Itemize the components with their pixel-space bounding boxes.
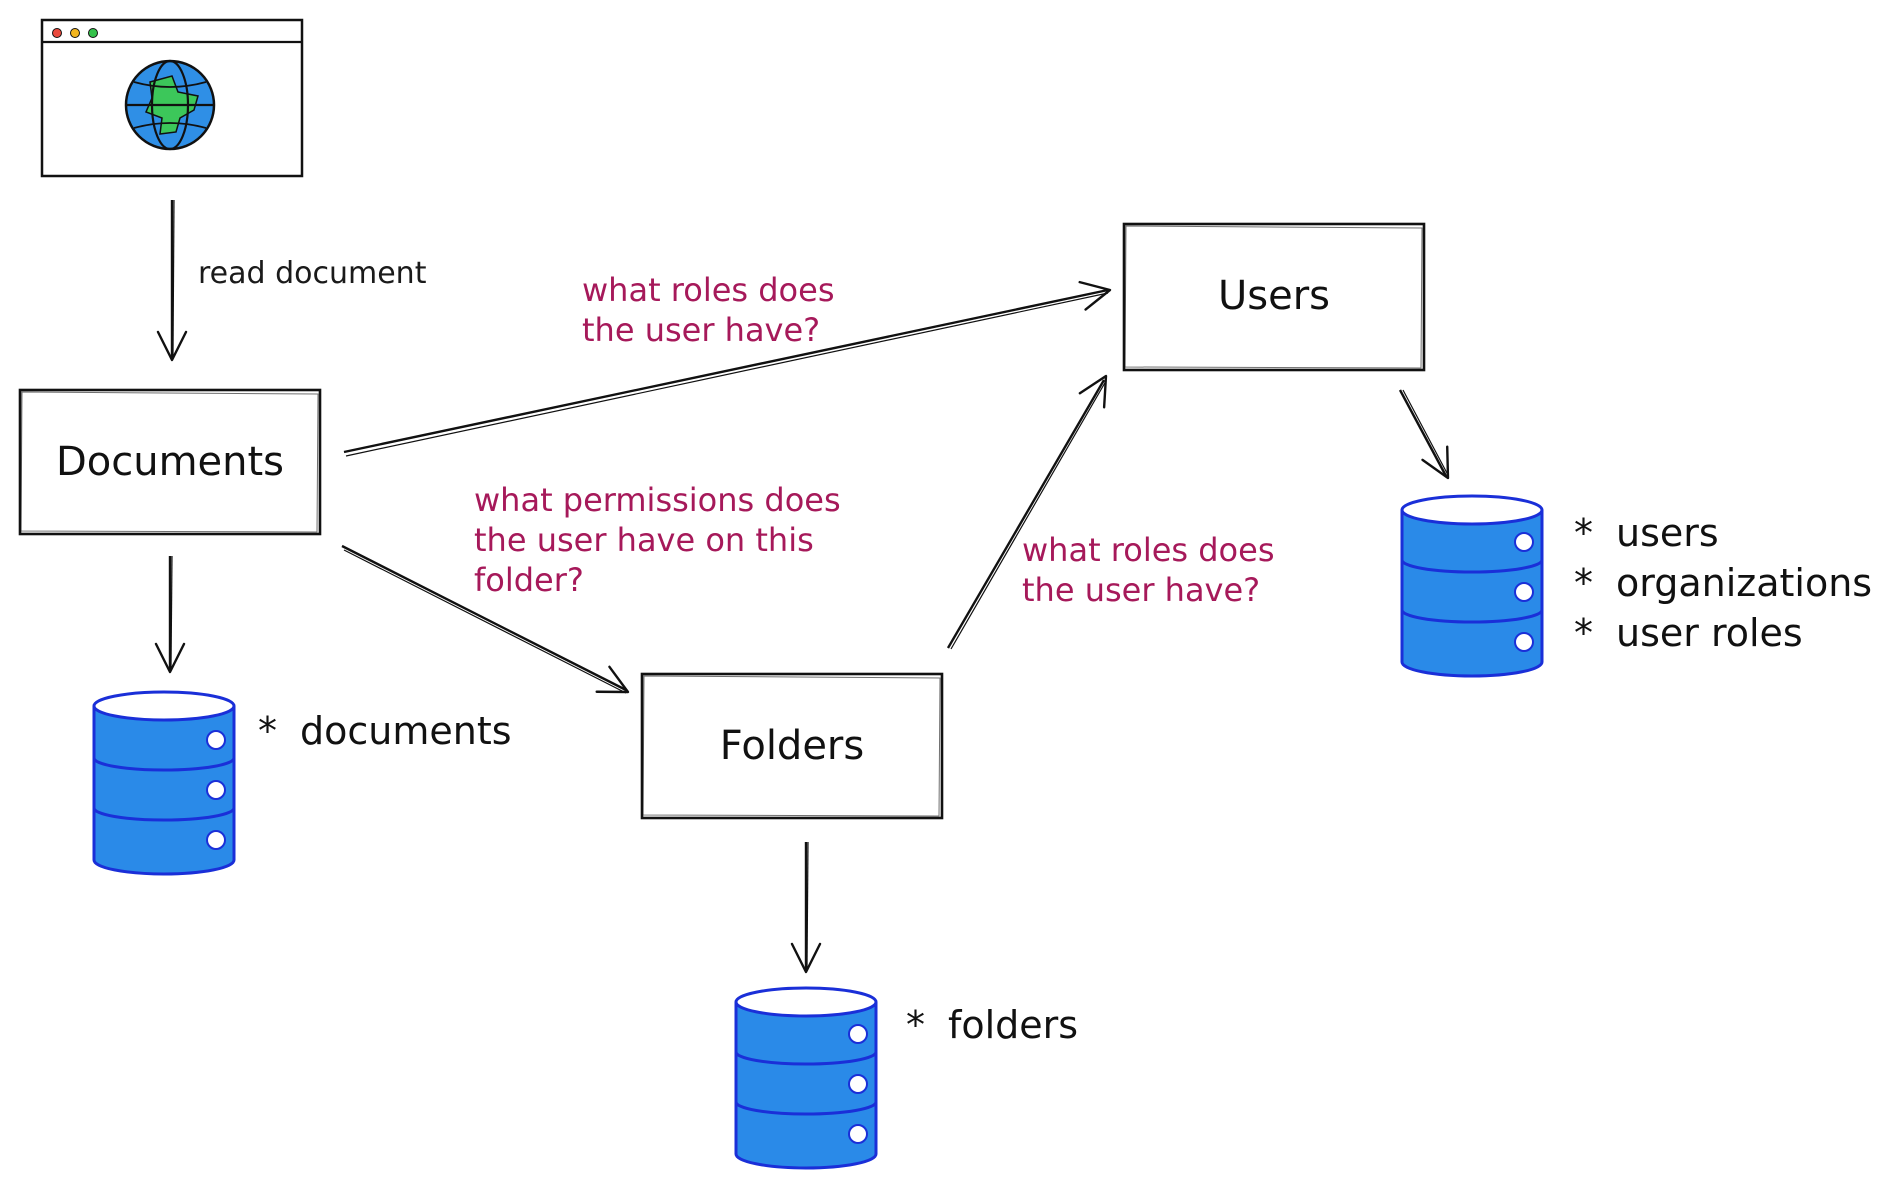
bullet: * — [1574, 611, 1593, 655]
arrow-users-to-db — [1398, 389, 1462, 486]
bullet: * — [1574, 561, 1593, 605]
window-dot-red — [52, 28, 62, 38]
users-database-icon — [1400, 494, 1544, 678]
documents-users-label-line-2: the user have? — [582, 311, 821, 349]
documents-folders-label-line-2: the user have on this — [474, 521, 814, 559]
documents-users-label: what roles does the user have? — [582, 270, 834, 350]
bullet: * — [1574, 511, 1593, 555]
users-box — [1122, 222, 1426, 372]
arrow-browser-to-documents — [156, 199, 188, 362]
db-item: *organizations — [1574, 558, 1872, 608]
arrow-documents-to-users — [343, 275, 1115, 457]
read-document-label: read document — [198, 256, 427, 291]
documents-folders-label-line-1: what permissions does — [474, 481, 841, 519]
db-item: *user roles — [1574, 608, 1872, 658]
documents-database-icon — [92, 690, 236, 876]
arrow-folders-to-db — [790, 841, 822, 974]
documents-box — [18, 388, 322, 536]
users-label: Users — [1217, 273, 1330, 319]
db-item: *documents — [258, 706, 512, 756]
globe-icon — [124, 59, 216, 151]
arrow-folders-to-users — [946, 367, 1120, 650]
folders-label: Folders — [719, 723, 865, 769]
window-dot-yellow — [70, 28, 80, 38]
folders-users-label-line-2: the user have? — [1022, 571, 1261, 609]
folders-database-icon — [734, 986, 878, 1170]
folders-users-label: what roles does the user have? — [1022, 530, 1274, 610]
bullet: * — [906, 1003, 925, 1047]
folders-box — [640, 672, 944, 820]
folders-users-label-line-1: what roles does — [1022, 531, 1275, 569]
users-db-items: *users *organizations *user roles — [1574, 508, 1872, 658]
db-item: *users — [1574, 508, 1872, 558]
documents-label: Documents — [55, 439, 285, 485]
documents-db-items: *documents — [258, 706, 512, 756]
arrow-documents-to-folders — [341, 544, 636, 706]
documents-folders-label: what permissions does the user have on t… — [474, 480, 841, 600]
folders-db-items: *folders — [906, 1000, 1078, 1050]
browser-window-icon — [40, 18, 304, 178]
window-dot-green — [88, 28, 98, 38]
documents-users-label-line-1: what roles does — [582, 271, 835, 309]
db-item: *folders — [906, 1000, 1078, 1050]
arrow-documents-to-db — [154, 555, 186, 674]
documents-folders-label-line-3: folder? — [474, 561, 584, 599]
bullet: * — [258, 709, 277, 753]
